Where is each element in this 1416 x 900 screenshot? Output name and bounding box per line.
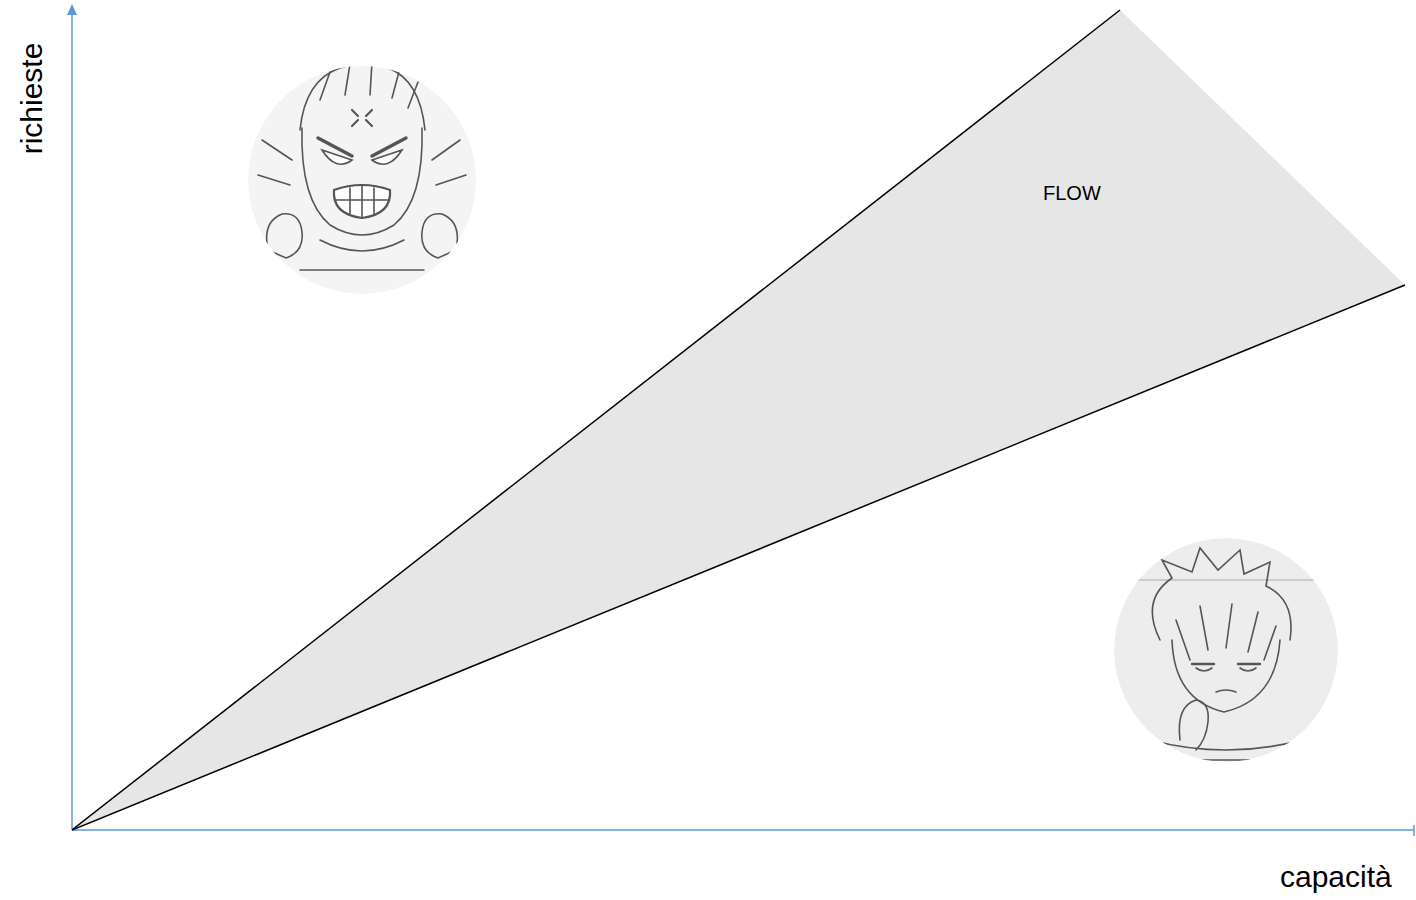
zone-label: FLOW <box>1043 181 1101 205</box>
angry-face-sketch <box>248 62 476 294</box>
axis-label-x: capacità <box>1280 860 1392 893</box>
axis-label-y: richieste <box>15 43 48 155</box>
axis-arrowhead <box>67 4 77 15</box>
flow-triangle <box>72 4 1408 832</box>
flow-zone: FLOW <box>72 4 1408 832</box>
bored-face-sketch <box>1114 538 1338 762</box>
